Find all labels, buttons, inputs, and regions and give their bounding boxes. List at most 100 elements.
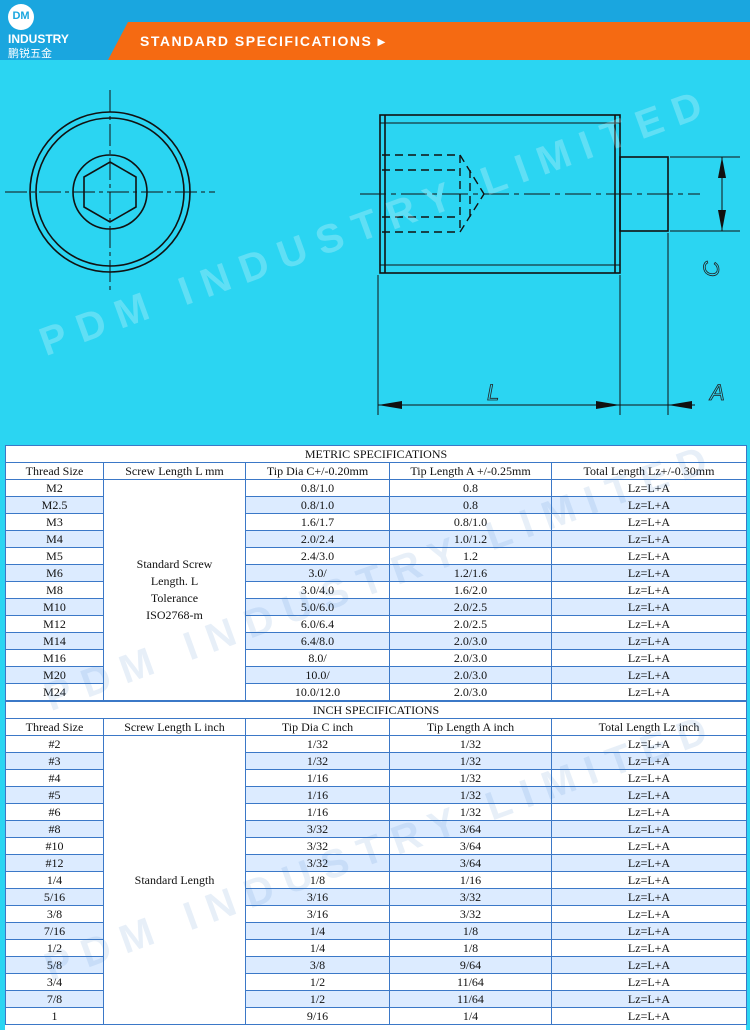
table-cell: Lz=L+A: [551, 513, 747, 531]
technical-drawing: L A C PDM INDUSTRY LIMITED: [0, 60, 750, 445]
table-cell: 1/2: [5, 939, 104, 957]
table-cell: 5/8: [5, 956, 104, 974]
table-cell: 3/8: [5, 905, 104, 923]
table-cell: #4: [5, 769, 104, 787]
table-cell: 9/64: [389, 956, 552, 974]
table-cell: M2.5: [5, 496, 104, 514]
column-header: Total Length Lz inch: [550, 718, 748, 736]
column-header: Tip Dia C inch: [245, 718, 390, 736]
table-cell: 3/32: [389, 888, 552, 906]
table-cell: 1/4: [245, 922, 390, 940]
table-cell: 3/8: [245, 956, 390, 974]
table-cell: 1.2: [389, 547, 552, 565]
table-cell: Lz=L+A: [550, 769, 748, 787]
table-cell: 10.0/12.0: [245, 683, 390, 701]
table-cell: Lz=L+A: [551, 632, 747, 650]
table-cell: #5: [5, 786, 104, 804]
table-cell: Lz=L+A: [550, 1007, 748, 1025]
table-cell: Lz=L+A: [550, 922, 748, 940]
table-cell: 1/16: [245, 803, 390, 821]
table-cell: 3/32: [245, 837, 390, 855]
table-cell: 1/16: [389, 871, 552, 889]
table-cell: M6: [5, 564, 104, 582]
table-cell: Lz=L+A: [551, 496, 747, 514]
table-cell: Lz=L+A: [550, 820, 748, 838]
table-cell: Lz=L+A: [550, 786, 748, 804]
table-cell: #10: [5, 837, 104, 855]
inch-screw-length-note: Standard Length: [103, 735, 246, 1025]
dim-label-c: C: [699, 261, 724, 277]
logo: DM INDUSTRY 鹏锐五金: [0, 0, 110, 60]
table-cell: Lz=L+A: [550, 905, 748, 923]
table-cell: 1/8: [245, 871, 390, 889]
table-cell: Lz=L+A: [551, 683, 747, 701]
table-cell: 1/16: [245, 786, 390, 804]
table-cell: Lz=L+A: [550, 735, 748, 753]
table-cell: 6.0/6.4: [245, 615, 390, 633]
table-cell: 0.8: [389, 496, 552, 514]
table-cell: 2.0/2.4: [245, 530, 390, 548]
table-cell: 9/16: [245, 1007, 390, 1025]
table-cell: 8.0/: [245, 649, 390, 667]
section-banner: STANDARD SPECIFICATIONS ▸: [108, 22, 750, 60]
table-cell: 2.0/3.0: [389, 632, 552, 650]
column-header: Tip Length A inch: [389, 718, 552, 736]
table-cell: 2.0/3.0: [389, 649, 552, 667]
table-cell: 1.6/2.0: [389, 581, 552, 599]
column-header: Tip Length A +/-0.25mm: [389, 462, 552, 480]
table-cell: 3.0/4.0: [245, 581, 390, 599]
table-cell: 6.4/8.0: [245, 632, 390, 650]
table-cell: M14: [5, 632, 104, 650]
table-cell: #6: [5, 803, 104, 821]
table-cell: 1/32: [389, 803, 552, 821]
dim-label-a: A: [708, 380, 725, 405]
inch-title-row: INCH SPECIFICATIONS: [4, 701, 748, 719]
table-cell: #12: [5, 854, 104, 872]
inch-screw-length-note-line: Standard Length: [134, 872, 215, 887]
table-cell: #3: [5, 752, 104, 770]
table-cell: M24: [5, 683, 104, 701]
table-cell: 5/16: [5, 888, 104, 906]
table-cell: 0.8/1.0: [245, 496, 390, 514]
column-header: Screw Length L inch: [103, 718, 246, 736]
table-cell: Lz=L+A: [551, 581, 747, 599]
table-cell: 1/32: [245, 735, 390, 753]
header-bar: DM INDUSTRY 鹏锐五金 STANDARD SPECIFICATIONS…: [0, 0, 750, 60]
table-cell: 7/16: [5, 922, 104, 940]
table-cell: M5: [5, 547, 104, 565]
table-cell: 1/32: [389, 786, 552, 804]
table-cell: M20: [5, 666, 104, 684]
section-title: STANDARD SPECIFICATIONS ▸: [140, 33, 387, 49]
table-cell: 3/32: [245, 820, 390, 838]
table-cell: 1/8: [389, 939, 552, 957]
table-cell: 2.0/2.5: [389, 598, 552, 616]
table-cell: 3/64: [389, 854, 552, 872]
table-cell: 1: [5, 1007, 104, 1025]
table-cell: M4: [5, 530, 104, 548]
table-cell: Lz=L+A: [550, 973, 748, 991]
metric-table-title: METRIC SPECIFICATIONS: [5, 445, 747, 463]
table-cell: Lz=L+A: [551, 564, 747, 582]
table-cell: M10: [5, 598, 104, 616]
logo-mark: DM: [8, 4, 34, 30]
column-header: Thread Size: [5, 462, 104, 480]
table-cell: Lz=L+A: [551, 530, 747, 548]
table-cell: #2: [5, 735, 104, 753]
table-cell: 1/32: [245, 752, 390, 770]
